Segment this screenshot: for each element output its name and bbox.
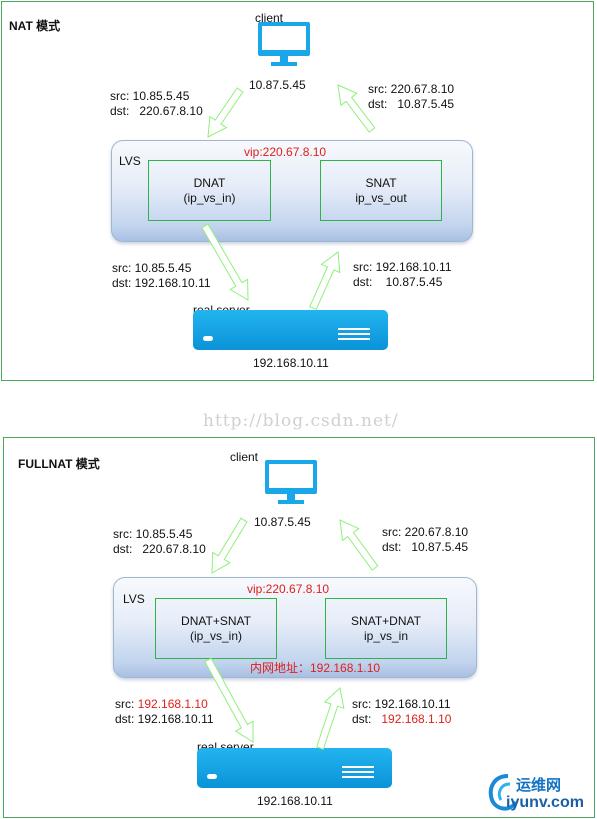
nat-vip: vip:220.67.8.10: [244, 145, 327, 159]
fullnat-lvs-box: [113, 577, 477, 678]
fullnat-back-src: src: 192.168.10.11: [352, 697, 451, 711]
logo-name: 运维网: [516, 777, 562, 794]
fullnat-snat-dnat-box: SNAT+DNAT ip_vs_in: [325, 598, 447, 659]
fullnat-snat-line2: ip_vs_in: [363, 628, 409, 643]
nat-request-dst: dst: 220.67.8.10: [110, 104, 203, 118]
fullnat-dnat-line2: (ip_vs_in): [189, 628, 243, 643]
nat-server-to-lvs-arrow: [309, 251, 341, 311]
nat-snat-line1: SNAT: [365, 175, 397, 190]
fullnat-client-monitor-icon: [265, 460, 317, 504]
nat-back-src: src: 192.168.10.11: [353, 260, 452, 274]
fullnat-lvs-label: LVS: [123, 592, 145, 606]
nat-client-label: client: [255, 11, 284, 25]
fullnat-forward-dst: dst: 192.168.10.11: [115, 712, 214, 726]
fullnat-back-dst-value: 192.168.1.10: [381, 712, 452, 726]
fullnat-response-src: src: 220.67.8.10: [382, 525, 469, 539]
nat-response-dst: dst: 10.87.5.45: [368, 97, 455, 111]
fullnat-inner-address: 内网地址：192.168.1.10: [250, 661, 381, 675]
fullnat-server-to-lvs-arrow: [316, 687, 345, 750]
fullnat-lvs-to-server-arrow: [204, 657, 254, 743]
nat-request-src: src: 10.85.5.45: [110, 89, 190, 103]
fullnat-response-dst: dst: 10.87.5.45: [382, 540, 469, 554]
fullnat-title: FULLNAT 模式: [18, 457, 100, 471]
fullnat-request-dst: dst: 220.67.8.10: [113, 542, 206, 556]
nat-back-dst: dst: 10.87.5.45: [353, 275, 443, 289]
fullnat-back-dst: dst: 192.168.1.10: [352, 712, 451, 727]
watermark: http://blog.csdn.net/: [203, 411, 399, 431]
nat-dnat-line2: (ip_vs_in): [183, 190, 236, 205]
nat-snat-line2: ip_vs_out: [355, 190, 407, 205]
fullnat-snat-line1: SNAT+DNAT: [351, 613, 421, 628]
logo-url: iyunv.com: [506, 794, 584, 811]
nat-snat-box: SNAT ip_vs_out: [320, 160, 442, 221]
site-logo: 运维网 iyunv.com: [486, 770, 592, 816]
fullnat-dnat-snat-box: DNAT+SNAT (ip_vs_in): [155, 598, 277, 659]
nat-lvs-label: LVS: [119, 154, 141, 168]
nat-dnat-box: DNAT (ip_vs_in): [148, 160, 271, 221]
nat-lvs-to-server-arrow: [201, 223, 249, 301]
fullnat-lvs-to-client-arrow: [339, 519, 379, 571]
fullnat-real-server-icon: [197, 748, 392, 788]
fullnat-client-to-lvs-arrow: [211, 517, 248, 574]
nat-real-server-ip: 192.168.10.11: [253, 356, 329, 370]
nat-lvs-to-client-arrow: [337, 84, 376, 133]
nat-forward-src: src: 10.85.5.45: [112, 261, 192, 275]
fullnat-forward-src-prefix: src:: [115, 697, 138, 711]
nat-title: NAT 模式: [9, 19, 61, 33]
nat-dnat-line1: DNAT: [193, 175, 226, 190]
nat-forward-dst: dst: 192.168.10.11: [112, 276, 211, 290]
nat-real-server-icon: [193, 310, 388, 350]
fullnat-vip: vip:220.67.8.10: [247, 582, 330, 596]
nat-response-src: src: 220.67.8.10: [368, 82, 455, 96]
fullnat-client-label: client: [230, 450, 259, 464]
fullnat-request-src: src: 10.85.5.45: [113, 527, 193, 541]
fullnat-back-dst-prefix: dst:: [352, 712, 382, 726]
nat-client-to-lvs-arrow: [207, 87, 244, 138]
fullnat-forward-src-value: 192.168.1.10: [137, 697, 208, 711]
fullnat-real-server-ip: 192.168.10.11: [257, 794, 333, 808]
fullnat-forward-src: src: 192.168.1.10: [115, 697, 208, 712]
nat-client-ip: 10.87.5.45: [249, 78, 306, 92]
logo-swirl-icon: [488, 774, 518, 811]
nat-lvs-box: [111, 140, 473, 242]
fullnat-dnat-line1: DNAT+SNAT: [181, 613, 251, 628]
nat-client-monitor-icon: [258, 22, 310, 66]
fullnat-client-ip: 10.87.5.45: [254, 515, 311, 529]
